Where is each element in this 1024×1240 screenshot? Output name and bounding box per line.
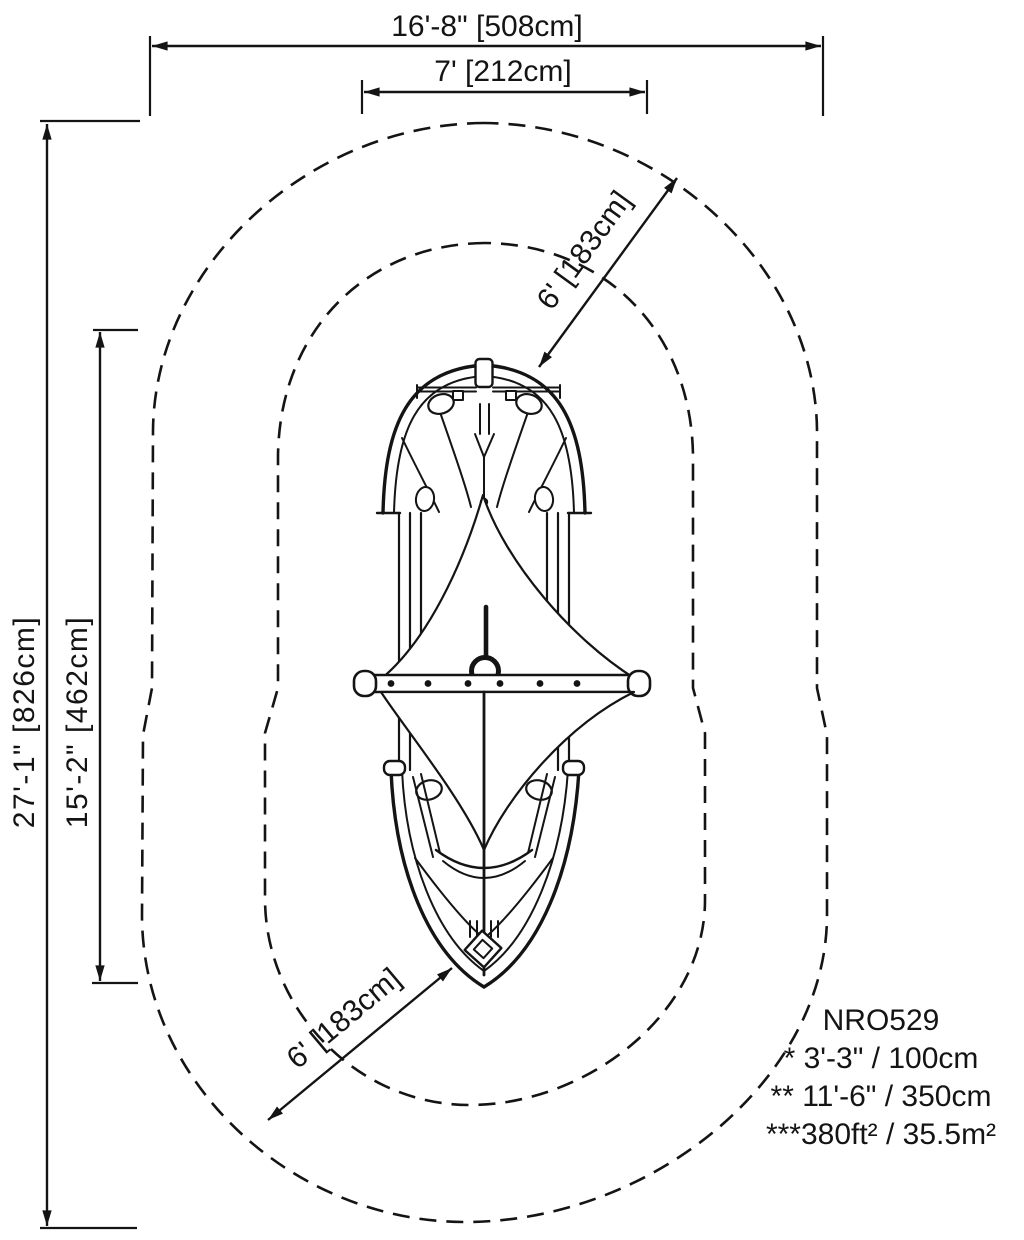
bow-cleat [463,929,503,969]
use-zone-length-label: 27'-1" [826cm] [8,616,41,828]
dimension-structure-length: 15'-2" [462cm] [61,328,138,985]
stern-net-lines [401,414,567,513]
beam-rivets [387,680,581,687]
note-critical-height: * 3'-3" / 100cm [784,1042,979,1075]
note-area: ***380ft² / 35.5m² [766,1118,996,1151]
notes-block: NRO529 * 3'-3" / 100cm ** 11'-6" / 350cm… [766,1004,996,1151]
outer-use-zone-boundary [140,121,829,1224]
side-rails [397,511,571,772]
stern-end-fitting-right [533,486,555,512]
stern-crossbar [416,384,561,399]
dimension-structure-width: 7' [212cm] [360,55,649,114]
beam-cap-left [352,669,378,698]
bow-cap-right [561,759,586,777]
bow-inner-rails [412,773,556,858]
mast-top-rigging [474,403,495,498]
spreader-beam [352,669,652,698]
clearance-top-label: 6' [183cm] [531,185,638,316]
bow-cap-left [382,759,407,777]
stern-bracket-left [452,390,464,401]
structure-width-label: 7' [212cm] [434,55,571,88]
stern-bracket-right [505,390,517,401]
play-structure [352,357,652,989]
use-zone-width-label: 16'-8" [508cm] [391,10,582,43]
stern-end-fitting-left [414,486,436,512]
stern-seat-left [427,393,455,415]
structure-length-label: 15'-2" [462cm] [61,616,94,828]
dimension-clearance-top: 6' [183cm] [531,177,678,368]
dimension-use-zone-width: 16'-8" [508cm] [148,10,825,116]
note-use-zone: ** 11'-6" / 350cm [771,1080,992,1113]
stern-seat-right [515,393,543,415]
bow-bench [434,848,534,870]
mast-top-post [474,357,494,389]
bow-tip-curves [414,857,554,936]
model-number: NRO529 [823,1004,940,1037]
stern-hull [375,357,593,515]
bow-hull [382,759,586,989]
dimension-use-zone-length: 27'-1" [826cm] [8,119,140,1230]
bow-hatch-marks [469,920,499,938]
upper-sail [379,493,636,681]
dimension-clearance-bottom: 6' [183cm] [267,962,453,1121]
lower-sail [379,690,636,852]
beam-cap-right [626,669,652,698]
